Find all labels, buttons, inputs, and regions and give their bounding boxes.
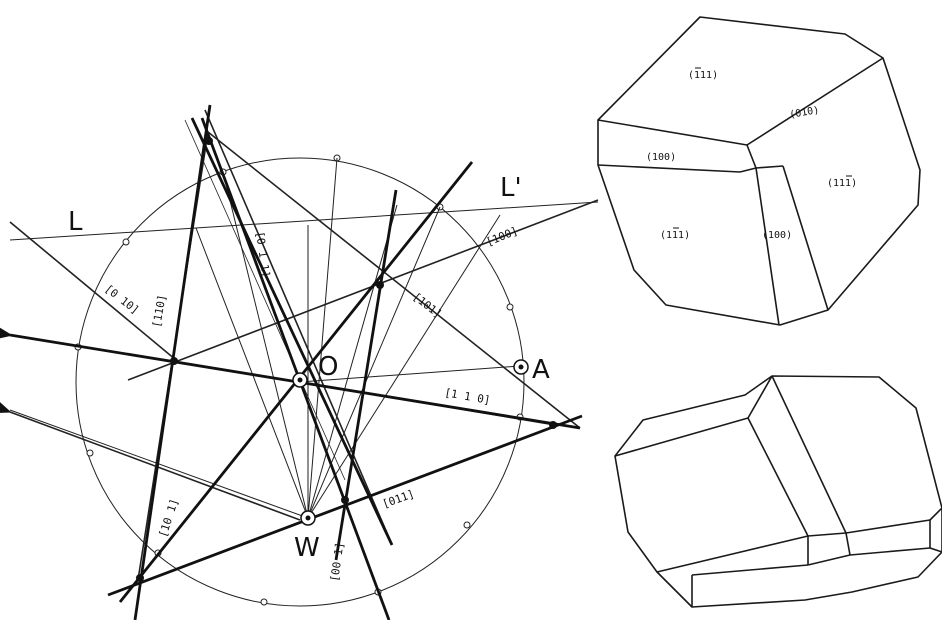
label-O: O xyxy=(318,352,338,382)
center-point-O xyxy=(292,372,308,388)
zone-label-100: [100] xyxy=(484,224,520,248)
crystal-top xyxy=(597,16,921,326)
zone-intersections xyxy=(136,137,557,582)
label-A: A xyxy=(532,355,550,385)
face-label-010: (010) xyxy=(789,105,821,121)
primitive-circle xyxy=(75,157,525,607)
zone-label-110: [110] xyxy=(150,294,169,329)
face-label-1-11: (111) xyxy=(688,70,718,81)
label-L: L xyxy=(68,207,83,237)
face-overbars xyxy=(673,67,852,229)
face-label-100-right: (100) xyxy=(762,230,792,241)
zone-label-101: [101] xyxy=(410,290,444,321)
zone-label-1-10: [1 1 0] xyxy=(443,386,491,407)
zone-label-10-1: [10 1] xyxy=(156,497,181,539)
face-label-100-left: (100) xyxy=(646,152,676,163)
pole-A xyxy=(513,359,529,375)
zone-label-0-11: [0 1 1] xyxy=(253,231,272,279)
face-label-1-11b: (111) xyxy=(660,230,690,241)
face-label-11-1: (111) xyxy=(827,178,857,189)
zone-label-00-1: [00 1] xyxy=(328,541,346,582)
crystal-bottom xyxy=(614,375,942,608)
label-W: W xyxy=(294,533,320,563)
primitive-poles xyxy=(74,154,524,606)
label-L-prime: L' xyxy=(500,173,522,203)
zone-label-010: [0 10] xyxy=(102,282,141,317)
pole-W xyxy=(300,510,316,526)
